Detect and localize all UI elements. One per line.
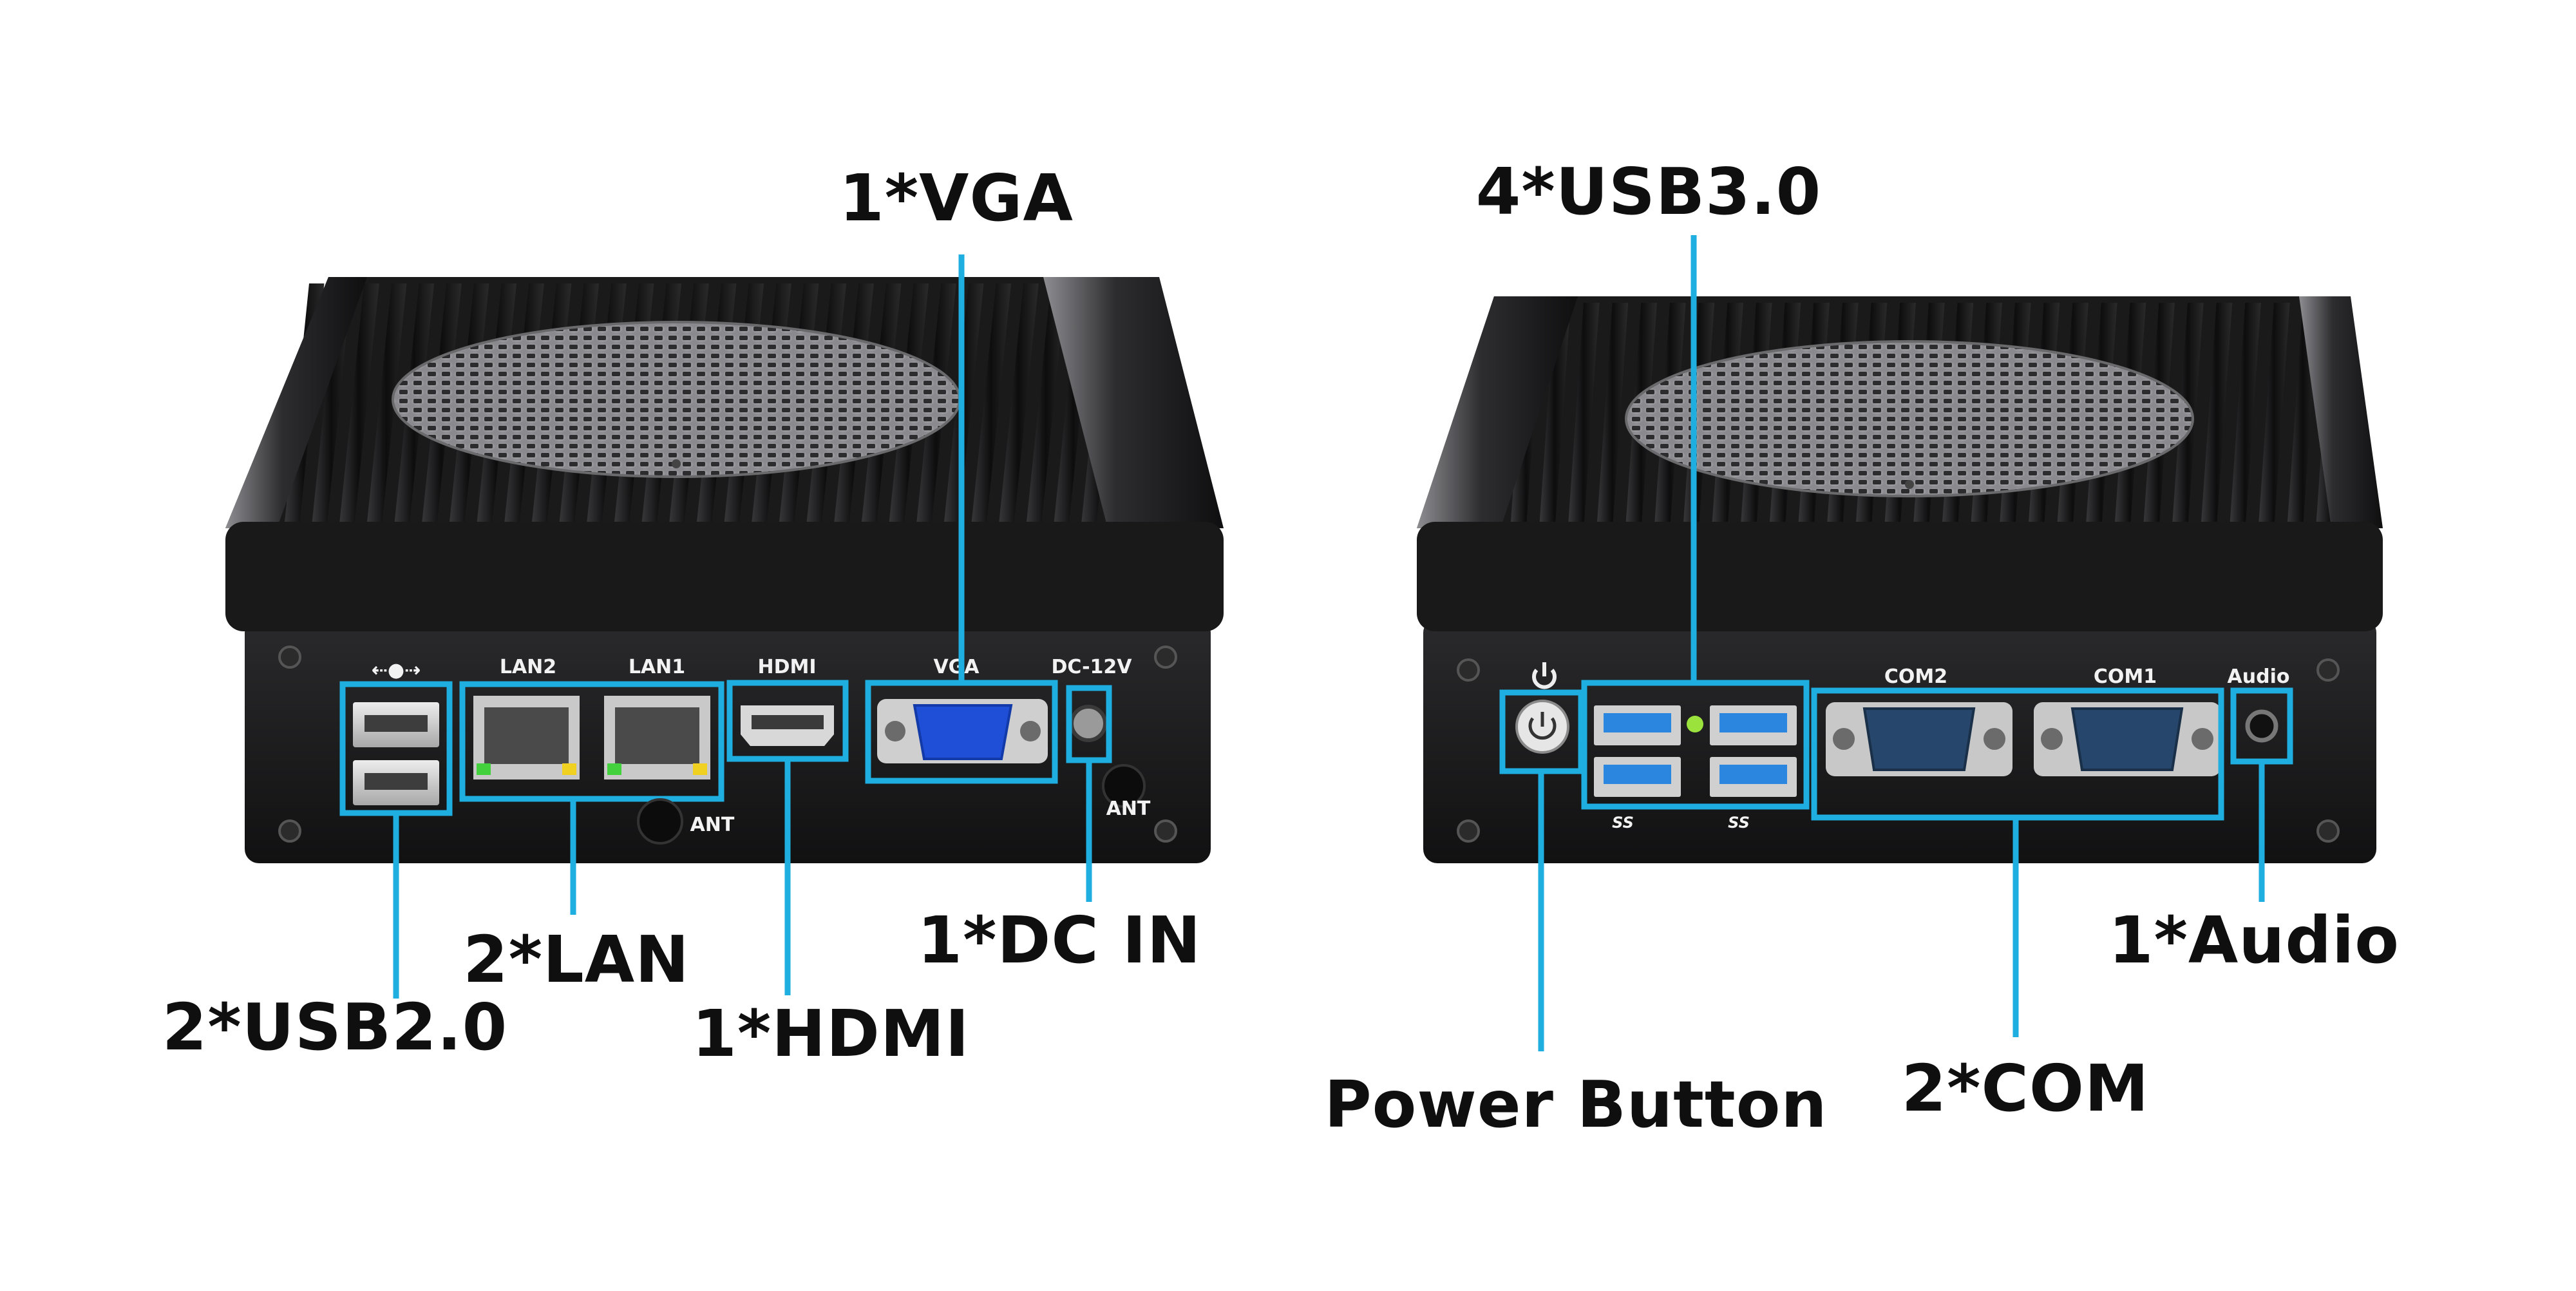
- com2-label: COM2: [1884, 665, 1947, 688]
- usb3-callout: 4*USB3.0: [1475, 154, 1822, 229]
- right-side-cap: [2299, 296, 2383, 528]
- heatsink-fin: [998, 283, 1039, 535]
- right-side-cap-left: [1417, 296, 1578, 528]
- usb-label: ⇠●⇢: [372, 659, 421, 682]
- right-upper-bezel: [1417, 522, 2383, 631]
- heatsink-fin: [1025, 283, 1066, 535]
- left-grille-screw: [672, 459, 681, 468]
- vga-callout: 1*VGA: [839, 160, 1074, 236]
- dc-port: [1070, 705, 1107, 742]
- left-side-cap: [1043, 277, 1224, 528]
- heatsink-fin: [2258, 303, 2290, 535]
- lan-callout: 2*LAN: [463, 922, 690, 997]
- right-screws: [1457, 658, 2340, 843]
- ant1-label: ANT: [690, 814, 735, 836]
- vga-label: VGA: [933, 656, 980, 678]
- status-led: [1687, 716, 1703, 732]
- ant2-label: ANT: [1106, 798, 1151, 820]
- left-screws: [278, 646, 1177, 843]
- heatsink-fin: [366, 283, 407, 535]
- left-upper-bezel: [225, 522, 1224, 631]
- heatsink-fin: [2200, 303, 2233, 535]
- right-fan-grille: [1625, 340, 2194, 497]
- usb2-callout: 2*USB2.0: [162, 990, 508, 1065]
- lan1-label: LAN1: [629, 656, 685, 678]
- audio-jack: [2245, 709, 2278, 743]
- lan-highlight: [459, 681, 724, 802]
- lan2-label: LAN2: [500, 656, 556, 678]
- usb2-ports: [353, 702, 439, 805]
- heatsink-fin: [1567, 303, 1600, 535]
- audio-label: Audio: [2228, 665, 2290, 688]
- left-antenna-hole: [637, 798, 683, 845]
- left-antenna-hole-2: [1102, 764, 1146, 808]
- power-callout: Power Button: [1324, 1067, 1828, 1142]
- right-unit: SS SS COM2 COM1 Audio: [1417, 235, 2383, 1051]
- ss1-label: SS: [1612, 814, 1634, 832]
- vga-port: [877, 699, 1048, 763]
- left-fan-grille: [392, 321, 961, 478]
- com-ports: [1826, 702, 2221, 776]
- com1-label: COM1: [2094, 665, 2157, 688]
- power-icon: [1532, 662, 1557, 689]
- audio-callout: 1*Audio: [2108, 903, 2400, 978]
- com-callout: 2*COM: [1901, 1051, 2150, 1126]
- lan-ports: [473, 696, 710, 779]
- heatsink-fin: [1596, 303, 1629, 535]
- hdmi-callout: 1*HDMI: [692, 996, 970, 1071]
- dc-label: DC-12V: [1051, 656, 1132, 678]
- heatsink-fin: [338, 283, 379, 535]
- hdmi-label: HDMI: [757, 656, 816, 678]
- usb3-ports: [1594, 705, 1797, 797]
- heatsink-fin: [970, 283, 1012, 535]
- heatsink-fin: [1539, 303, 1571, 535]
- ss2-label: SS: [1728, 814, 1750, 832]
- left-side-cap-left: [225, 277, 367, 528]
- dc-callout: 1*DC IN: [917, 903, 1202, 978]
- left-unit: ⇠●⇢ LAN2 LAN1 ANT HDMI VGA: [225, 254, 1224, 999]
- heatsink-fin: [2229, 303, 2261, 535]
